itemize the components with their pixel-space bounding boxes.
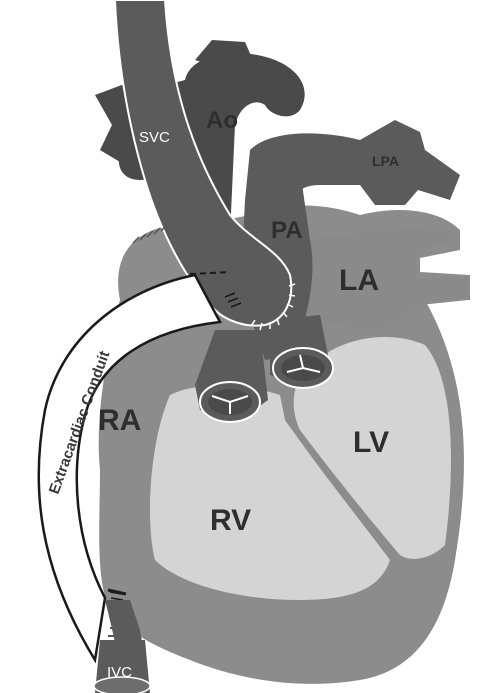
label-la: LA: [339, 264, 379, 297]
label-ra: RA: [98, 404, 141, 437]
label-ivc: IVC: [107, 664, 132, 681]
label-rv: RV: [210, 504, 251, 537]
label-lv: LV: [353, 426, 389, 459]
label-svc: SVC: [139, 129, 170, 146]
label-pa: PA: [271, 217, 303, 244]
label-lpa: LPA: [372, 153, 399, 169]
label-ao: Ao: [206, 107, 238, 134]
